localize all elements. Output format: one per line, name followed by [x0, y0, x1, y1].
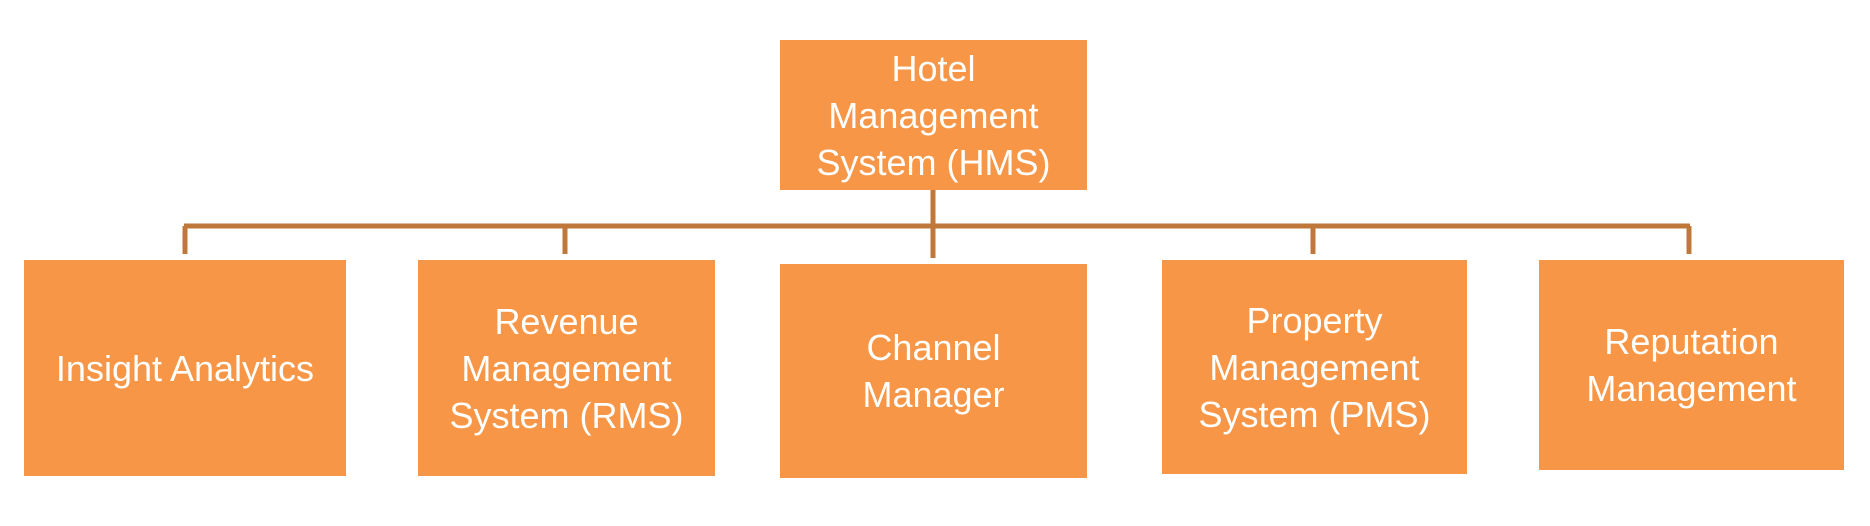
child-node-label: Reputation Management — [1586, 321, 1797, 409]
child-node-label: Revenue Management System (RMS) — [449, 300, 684, 436]
child-node-rms: Revenue Management System (RMS) — [418, 260, 715, 476]
root-node-hms: Hotel Management System (HMS) — [780, 40, 1087, 190]
child-node-reputation-management: Reputation Management — [1539, 260, 1844, 470]
child-node-label: Property Management System (PMS) — [1198, 299, 1431, 435]
root-node-label: Hotel Management System (HMS) — [816, 47, 1051, 183]
child-node-label: Insight Analytics — [55, 347, 315, 389]
child-node-pms: Property Management System (PMS) — [1162, 260, 1467, 474]
child-node-channel-manager: Channel Manager — [780, 264, 1087, 478]
child-node-label: Channel Manager — [862, 327, 1005, 415]
child-node-insight-analytics: Insight Analytics — [24, 260, 346, 476]
